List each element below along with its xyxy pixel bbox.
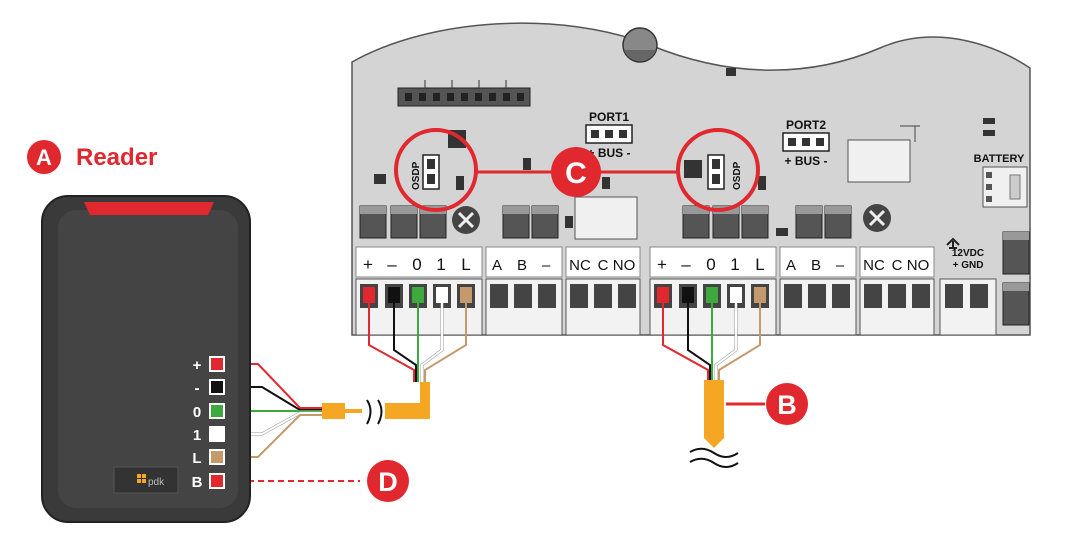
term6-no: NO — [907, 257, 930, 274]
term2-b: B — [517, 257, 527, 274]
term3-no: NO — [613, 257, 636, 274]
term3-nc: NC — [569, 257, 591, 274]
reader-pin-d1 — [209, 426, 225, 442]
callout-a-letter: A — [36, 145, 52, 170]
term2-a: A — [492, 257, 502, 274]
term4-led: L — [755, 255, 764, 274]
port2-title: PORT2 — [786, 118, 826, 132]
osdp-highlight-ring-1 — [394, 128, 478, 212]
term2-minus: – — [542, 257, 551, 274]
reader-logo: pdk — [148, 477, 165, 488]
reader-pin-d1-label: 1 — [193, 427, 201, 444]
wires-right-port — [662, 303, 761, 382]
term6-c: C — [892, 257, 903, 274]
osdp-label-2: OSDP — [732, 161, 743, 190]
reader-pin-d0 — [209, 403, 225, 419]
term5-b: B — [811, 257, 821, 274]
reader-device: pdk — [41, 195, 251, 523]
term1-d1: 1 — [436, 255, 445, 274]
power-label-line2: + GND — [953, 260, 984, 271]
term4-minus: – — [681, 255, 691, 274]
callout-c: C — [394, 128, 760, 212]
term1-minus: – — [387, 255, 397, 274]
callout-b: B — [726, 383, 808, 425]
mounting-screw-1 — [452, 206, 480, 234]
reader-led-bar — [84, 202, 214, 215]
power-icon — [946, 237, 960, 249]
term3-c: C — [598, 257, 609, 274]
term4-d1: 1 — [730, 255, 739, 274]
reader-pin-beeper — [209, 473, 225, 489]
reader-pin-plus — [209, 356, 225, 372]
term6-nc: NC — [863, 257, 885, 274]
terminal-labels: + – 0 1 L A B – NC C NO + – 0 1 L A B – … — [355, 246, 935, 278]
controller-cable — [689, 380, 739, 468]
battery-label: BATTERY — [974, 153, 1025, 165]
reader-pins: + - 0 1 L B — [192, 356, 225, 491]
callout-d-letter: D — [378, 467, 398, 497]
term4-plus: + — [657, 255, 667, 274]
callout-b-letter: B — [777, 390, 797, 420]
term4-d0: 0 — [706, 255, 715, 274]
port1-bus-label: + BUS - — [587, 146, 630, 160]
reader-cable — [322, 382, 430, 425]
reader-pin-minus — [209, 379, 225, 395]
reader-pin-led-label: L — [192, 450, 201, 467]
term1-led: L — [461, 255, 470, 274]
port1-title: PORT1 — [589, 110, 629, 124]
reader-pin-led — [209, 449, 225, 465]
osdp-label-1: OSDP — [411, 161, 422, 190]
port2-bus-label: + BUS - — [784, 154, 827, 168]
term5-minus: – — [836, 257, 845, 274]
reader-pin-beeper-label: B — [192, 474, 203, 491]
wires-left-port — [368, 303, 467, 382]
osdp-highlight-ring-2 — [676, 128, 760, 212]
callout-a-label: Reader — [76, 144, 157, 171]
reader-pin-minus-label: - — [195, 380, 200, 397]
callout-a: A Reader — [27, 140, 157, 174]
term5-a: A — [786, 257, 796, 274]
callout-c-letter: C — [565, 157, 587, 190]
callout-d: D — [367, 460, 409, 502]
reader-pin-plus-label: + — [193, 357, 202, 374]
reader-pin-d0-label: 0 — [193, 404, 201, 421]
mounting-screw-2 — [863, 204, 891, 232]
term1-plus: + — [363, 255, 373, 274]
controller-board: PORT1 + BUS - PORT2 + BUS - BATTERY OSDP… — [351, 22, 1031, 336]
power-label-line1: 12VDC — [952, 248, 984, 259]
term1-d0: 0 — [412, 255, 421, 274]
